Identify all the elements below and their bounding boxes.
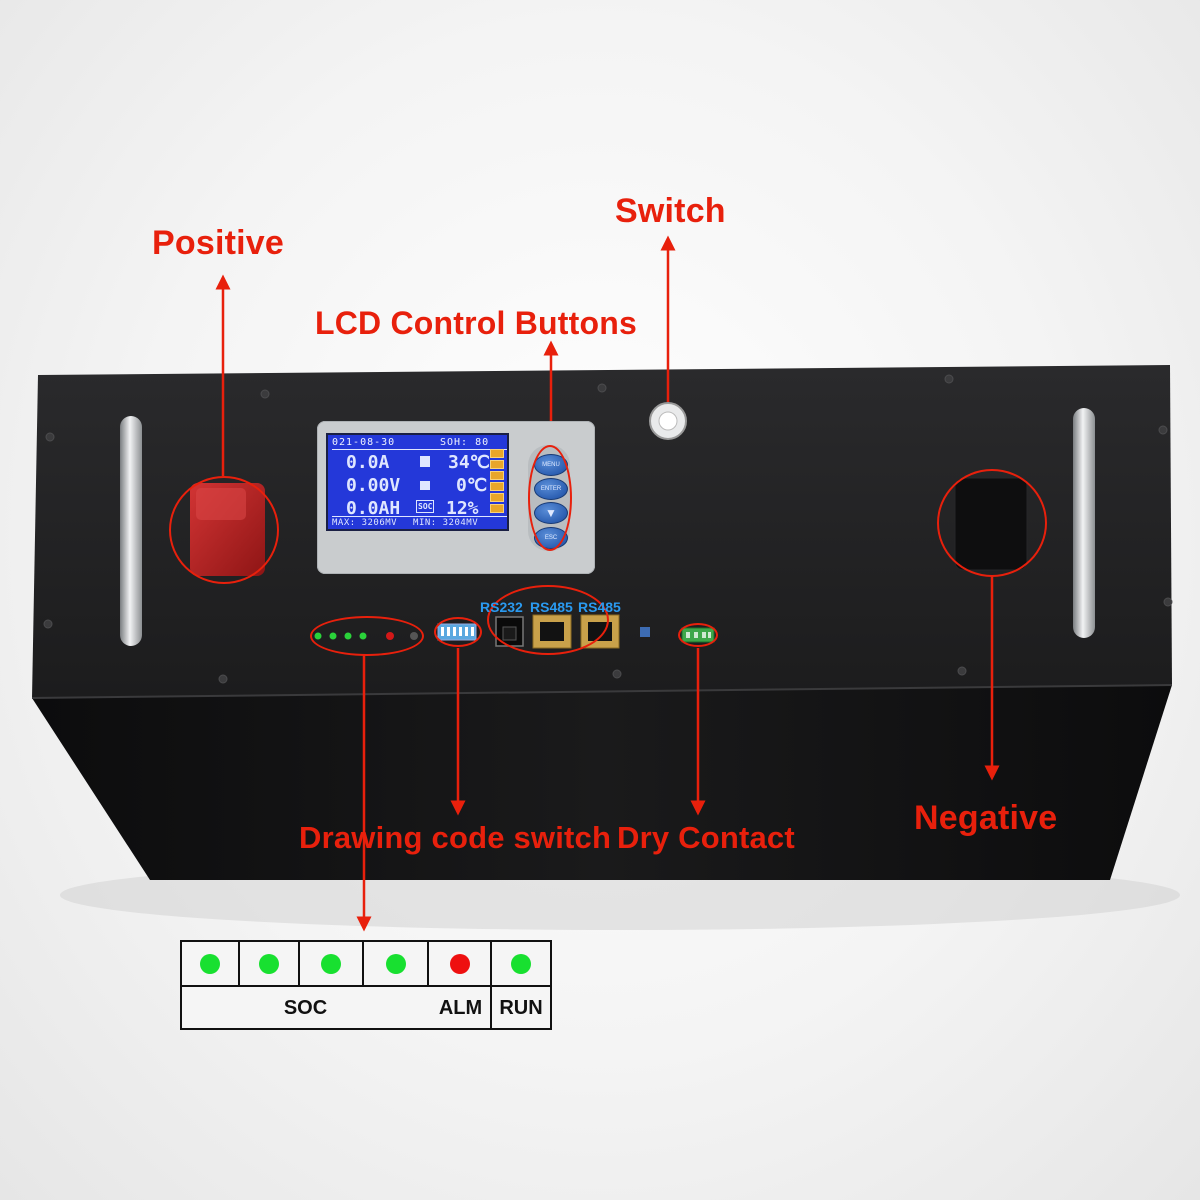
battery-front-face xyxy=(32,685,1172,880)
negative-label: Negative xyxy=(914,799,1058,837)
screws xyxy=(43,374,1173,684)
led-legend-table: SOC ALM RUN xyxy=(180,940,552,1030)
led-dot-2 xyxy=(259,953,279,974)
lcd-date: 021-08-30 xyxy=(332,437,396,448)
legend-soc: SOC xyxy=(283,997,328,1019)
lcd-screen: 021-08-30 SOH: 80 0.0A 34℃ 0.00V 0℃ 0.0A… xyxy=(326,433,509,531)
lcd-max: MAX: 3206MV xyxy=(332,518,398,528)
rs485-label-a: RS485 xyxy=(530,599,573,615)
led-dot-4 xyxy=(385,953,406,974)
lcd-soh: SOH: 80 xyxy=(440,437,490,448)
led-dot-3 xyxy=(321,953,341,974)
switch-label: Switch xyxy=(615,192,726,230)
lcd-soc-tag: SOC xyxy=(416,500,435,513)
lock-icon xyxy=(420,456,430,467)
rs485-label-b: RS485 xyxy=(578,599,621,615)
lcd-soc-bars xyxy=(490,449,504,515)
lcd-buttons-ring xyxy=(528,445,572,551)
negative-ring xyxy=(937,469,1047,577)
positive-ring xyxy=(169,476,279,584)
leds-ring xyxy=(310,616,424,656)
legend-cell-2 xyxy=(240,942,300,985)
led-dot-1 xyxy=(200,953,220,974)
ports-ring xyxy=(487,585,609,655)
legend-alm: ALM xyxy=(438,997,483,1019)
dry-contact-label: Dry Contact xyxy=(617,820,795,855)
right-handle xyxy=(1073,408,1095,638)
led-dot-5 xyxy=(449,954,470,974)
lcd-voltage: 0.00V xyxy=(346,475,401,496)
legend-cell-6 xyxy=(492,942,550,1030)
lcd-capacity: 0.0AH xyxy=(346,498,401,519)
led-dot-6 xyxy=(511,954,531,974)
legend-cell-1 xyxy=(182,942,240,985)
dry-contact-ring xyxy=(678,623,718,647)
legend-cell-4 xyxy=(364,942,429,985)
lcd-temp1: 34℃ xyxy=(448,452,490,473)
battery-icon xyxy=(420,481,430,490)
battery-edge xyxy=(31,684,1173,699)
lcd-current: 0.0A xyxy=(346,452,390,473)
lcd-temp2: 0℃ xyxy=(456,475,488,496)
drawing-code-switch-label: Drawing code switch xyxy=(299,820,612,855)
dip-switch-ring xyxy=(434,617,482,647)
reset-button[interactable] xyxy=(640,627,650,637)
lcd-buttons-label: LCD Control Buttons xyxy=(315,305,637,341)
left-handle xyxy=(120,416,142,646)
legend-run: RUN xyxy=(499,997,543,1019)
legend-cell-3 xyxy=(300,942,364,985)
annotation-arrows xyxy=(215,235,1000,932)
lcd-soc-value: 12% xyxy=(446,498,479,519)
positive-label: Positive xyxy=(152,224,284,262)
rs232-label: RS232 xyxy=(480,599,523,615)
lcd-min: MIN: 3204MV xyxy=(413,518,479,528)
